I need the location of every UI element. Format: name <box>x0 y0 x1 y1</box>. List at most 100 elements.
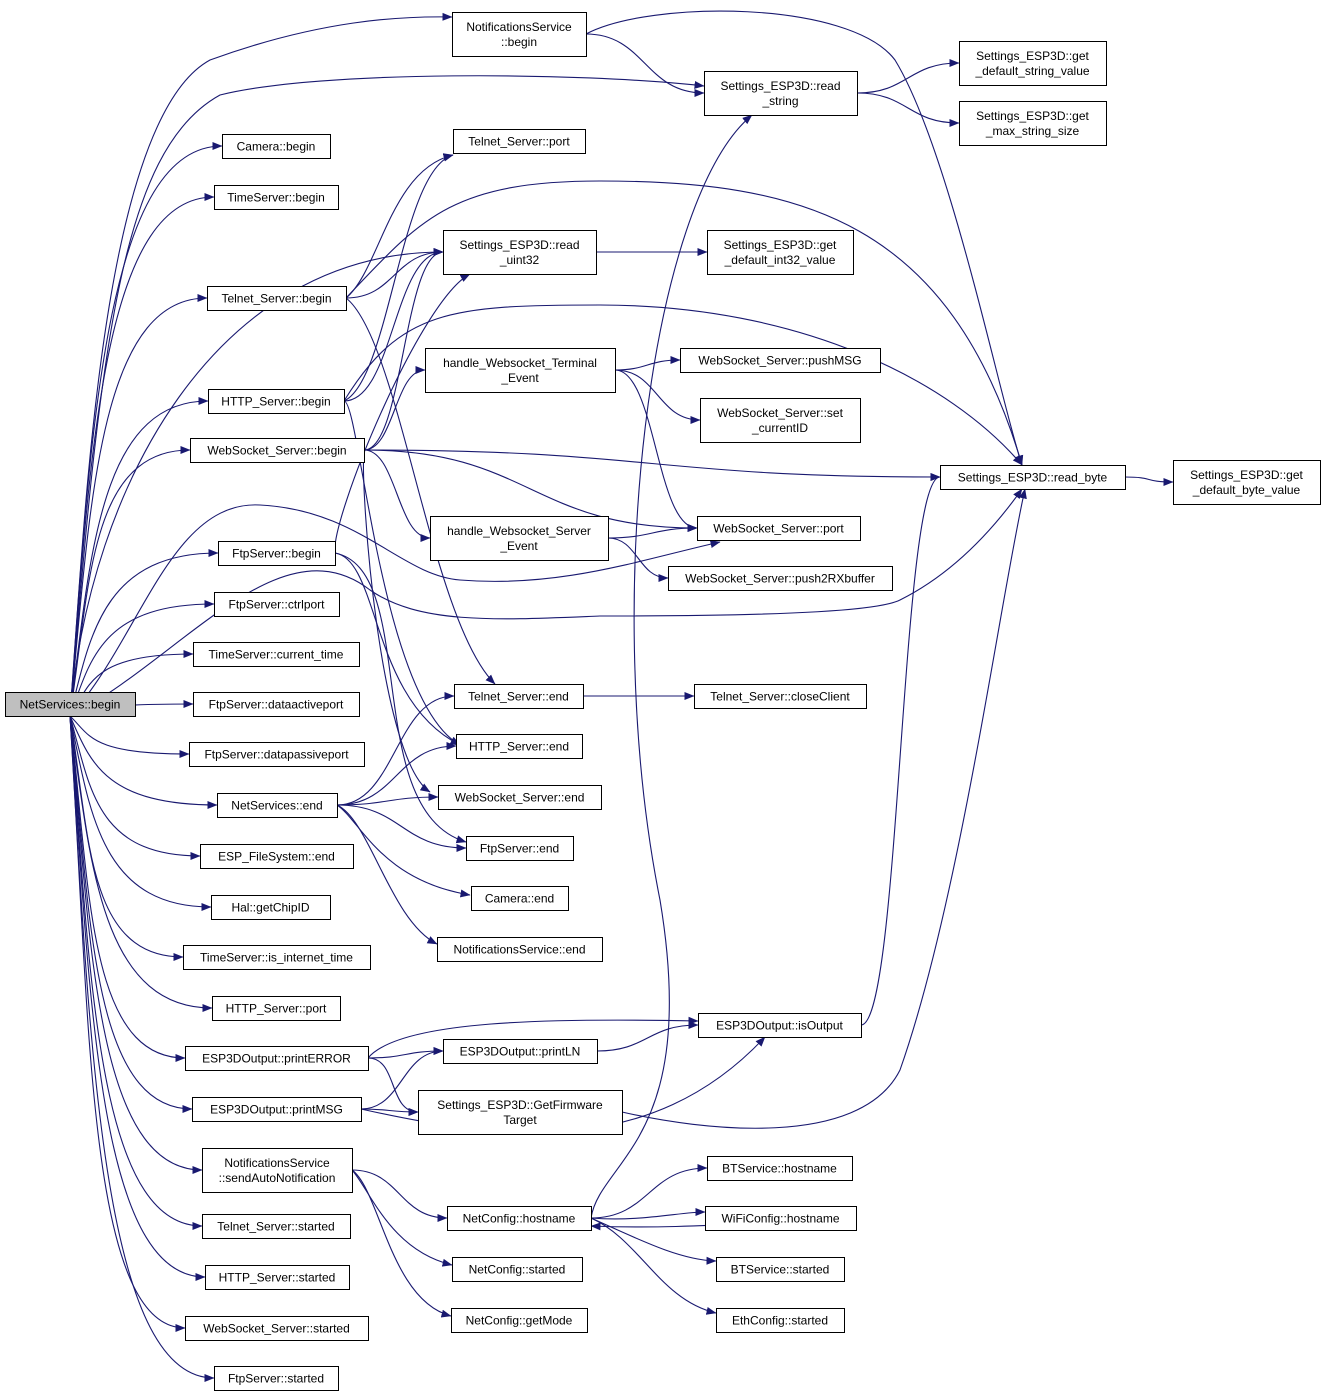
node-box <box>205 1265 350 1290</box>
edge-hws-to-ws_p2rx <box>607 537 669 582</box>
node-tel-port[interactable]: Telnet_Server::port <box>453 129 586 154</box>
edge-root-to-hal <box>69 715 212 911</box>
node-label: _default_byte_value <box>1192 483 1301 497</box>
node-tel-close[interactable]: Telnet_Server::closeClient <box>694 684 867 709</box>
node-gdi32[interactable]: Settings_ESP3D::get_default_int32_value <box>707 230 854 275</box>
node-hws[interactable]: handle_Websocket_Server_Event <box>430 516 609 561</box>
node-wifi-host[interactable]: WiFiConfig::hostname <box>705 1206 857 1231</box>
node-ftp-started[interactable]: FtpServer::started <box>214 1366 339 1391</box>
edge-root-to-ws_started <box>69 715 186 1332</box>
node-ns-san[interactable]: NotificationsService::sendAutoNotificati… <box>202 1148 353 1193</box>
node-perr[interactable]: ESP3DOutput::printERROR <box>185 1046 369 1071</box>
node-label: WebSocket_Server::begin <box>207 444 346 458</box>
node-bt-host[interactable]: BTService::hostname <box>707 1156 853 1181</box>
edge-ws_begin-to-ws_port <box>363 449 698 532</box>
node-gmss[interactable]: Settings_ESP3D::get_max_string_size <box>959 101 1107 146</box>
node-tel-begin[interactable]: Telnet_Server::begin <box>207 286 347 311</box>
edge-hws-to-ws_port <box>607 524 698 539</box>
node-ts-ct[interactable]: TimeServer::current_time <box>193 642 360 667</box>
edge-root-to-pmsg <box>69 715 193 1113</box>
node-ns-begin[interactable]: NotificationsService::begin <box>452 12 587 57</box>
node-gdsv[interactable]: Settings_ESP3D::get_default_string_value <box>959 41 1107 86</box>
node-box <box>698 1013 862 1038</box>
node-eth-started[interactable]: EthConfig::started <box>716 1308 845 1333</box>
node-box <box>217 793 338 818</box>
node-label: Camera::end <box>485 892 554 906</box>
node-pmsg[interactable]: ESP3DOutput::printMSG <box>192 1097 362 1122</box>
node-label: ESP3DOutput::isOutput <box>716 1019 843 1033</box>
node-box <box>214 592 340 617</box>
node-label: NetConfig::started <box>469 1263 566 1277</box>
edge-pmsg-to-println <box>360 1047 444 1110</box>
node-label: Telnet_Server::begin <box>221 292 331 306</box>
edge-net_end-to-tel_end <box>336 692 455 806</box>
node-gdbv[interactable]: Settings_ESP3D::get_default_byte_value <box>1173 460 1321 505</box>
node-tel-end[interactable]: Telnet_Server::end <box>454 684 584 709</box>
node-ws-end[interactable]: WebSocket_Server::end <box>438 785 602 810</box>
node-http-end[interactable]: HTTP_Server::end <box>456 734 583 759</box>
node-tel-started[interactable]: Telnet_Server::started <box>202 1214 351 1239</box>
node-println[interactable]: ESP3DOutput::printLN <box>443 1039 598 1064</box>
node-isout[interactable]: ESP3DOutput::isOutput <box>698 1013 862 1038</box>
edge-net_end-to-ws_end <box>336 793 439 806</box>
node-ns-end[interactable]: NotificationsService::end <box>437 937 603 962</box>
node-http-started[interactable]: HTTP_Server::started <box>205 1265 350 1290</box>
node-rstr[interactable]: Settings_ESP3D::read_string <box>704 71 858 116</box>
node-box <box>190 438 365 463</box>
node-root[interactable]: NetServices::begin <box>5 692 136 717</box>
nodes: NetServices::beginNotificationsService::… <box>5 12 1321 1391</box>
node-bt-started[interactable]: BTService::started <box>716 1257 845 1282</box>
node-label: NetServices::end <box>231 799 322 813</box>
edge-root-to-ftp_dpp <box>69 715 190 758</box>
node-label: ESP_FileSystem::end <box>218 850 335 864</box>
node-nc-started[interactable]: NetConfig::started <box>452 1257 583 1282</box>
node-ws-push[interactable]: WebSocket_Server::pushMSG <box>680 348 881 373</box>
node-ftp-begin[interactable]: FtpServer::begin <box>218 541 336 566</box>
node-nc-host[interactable]: NetConfig::hostname <box>447 1206 592 1231</box>
node-label: _Event <box>500 371 539 385</box>
edge-ns_san-to-nc_started <box>351 1169 453 1267</box>
edge-isout-to-rbyte <box>860 473 941 1026</box>
edge-ws_begin-to-hws <box>363 449 431 542</box>
edge-root-to-http_started <box>69 715 206 1281</box>
node-cam-end[interactable]: Camera::end <box>471 886 569 911</box>
node-http-port[interactable]: HTTP_Server::port <box>212 996 341 1021</box>
node-ftp-end[interactable]: FtpServer::end <box>466 836 574 861</box>
node-net-end[interactable]: NetServices::end <box>217 793 338 818</box>
node-label: _default_int32_value <box>724 253 836 267</box>
node-ru32[interactable]: Settings_ESP3D::read_uint32 <box>443 230 597 275</box>
node-cam-begin[interactable]: Camera::begin <box>222 134 331 159</box>
edge-nc_host-to-bt_host <box>590 1164 708 1219</box>
node-ws-started[interactable]: WebSocket_Server::started <box>185 1316 369 1341</box>
node-label: HTTP_Server::end <box>469 740 569 754</box>
node-nc-mode[interactable]: NetConfig::getMode <box>451 1308 588 1333</box>
edge-http_begin-to-rbyte <box>343 304 1023 466</box>
node-hal[interactable]: Hal::getChipID <box>211 895 331 920</box>
node-ws-p2rx[interactable]: WebSocket_Server::push2RXbuffer <box>668 566 893 591</box>
node-rbyte[interactable]: Settings_ESP3D::read_byte <box>940 465 1126 490</box>
node-label: _Event <box>499 539 538 553</box>
node-box <box>716 1257 845 1282</box>
node-box <box>700 398 861 443</box>
node-fs-end[interactable]: ESP_FileSystem::end <box>200 844 354 869</box>
node-ws-begin[interactable]: WebSocket_Server::begin <box>190 438 365 463</box>
edge-root-to-ftp_started <box>69 715 215 1382</box>
node-ftp-dap[interactable]: FtpServer::dataactiveport <box>193 692 360 717</box>
edge-ftp_begin-to-ftp_end <box>334 552 467 844</box>
node-ftp-ctrl[interactable]: FtpServer::ctrlport <box>214 592 340 617</box>
node-ts-iit[interactable]: TimeServer::is_internet_time <box>183 945 371 970</box>
node-label: Settings_ESP3D::GetFirmware <box>437 1098 603 1112</box>
node-box <box>185 1046 369 1071</box>
node-label: ::sendAutoNotification <box>219 1171 336 1185</box>
node-ts-begin[interactable]: TimeServer::begin <box>214 185 339 210</box>
node-ws-setid[interactable]: WebSocket_Server::set_currentID <box>700 398 861 443</box>
node-ws-port[interactable]: WebSocket_Server::port <box>697 516 861 541</box>
edge-tel_begin-to-tel_port <box>345 153 454 299</box>
node-hwt[interactable]: handle_Websocket_Terminal_Event <box>425 348 616 393</box>
node-http-begin[interactable]: HTTP_Server::begin <box>208 389 345 414</box>
edge-http_begin-to-tel_port <box>343 153 454 402</box>
node-box <box>207 286 347 311</box>
node-ftp-dpp[interactable]: FtpServer::datapassiveport <box>189 742 365 767</box>
edge-root-to-ws_port <box>69 504 721 717</box>
